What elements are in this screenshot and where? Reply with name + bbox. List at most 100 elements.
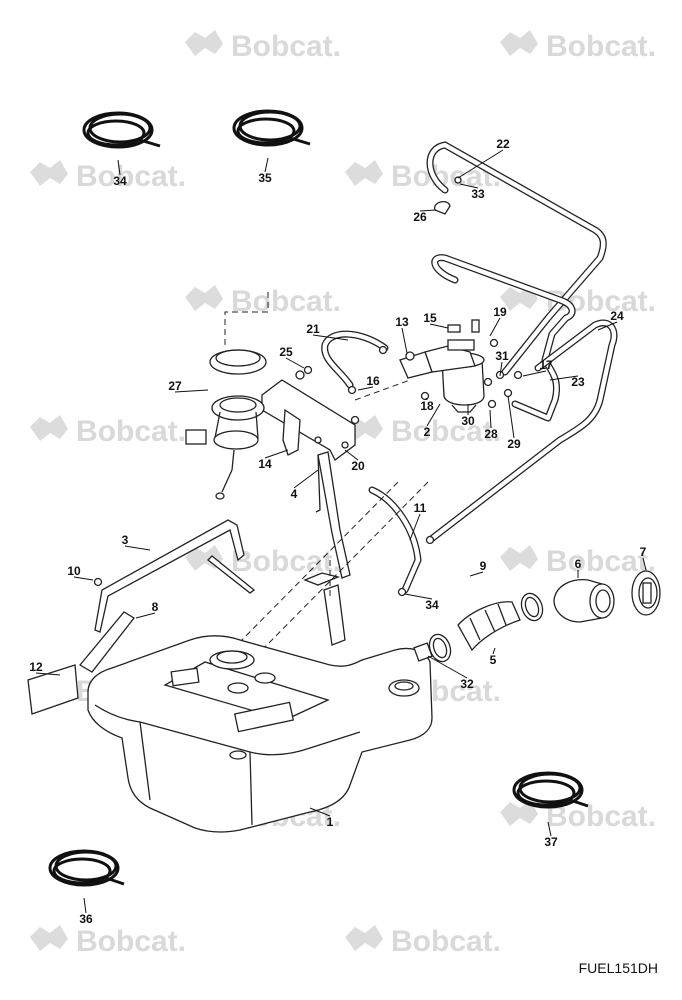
filler-neck — [553, 579, 615, 623]
callout-16: 16 — [366, 374, 380, 388]
callout-24: 24 — [610, 309, 624, 323]
watermark-mark: Bobcat. — [345, 925, 501, 958]
bobcat-logo-icon — [345, 925, 383, 951]
callout-20: 20 — [351, 459, 365, 473]
leader-line — [124, 545, 151, 551]
watermark-mark: Bobcat. — [500, 545, 656, 578]
hose-clamps — [413, 592, 544, 663]
callout-29: 29 — [507, 437, 521, 451]
leader-line — [309, 807, 331, 817]
fuel-tank — [87, 635, 433, 833]
fuel-sender-assembly — [185, 349, 267, 500]
mounting-bracket — [261, 370, 356, 461]
fuel-hose-23 — [431, 254, 576, 422]
leader-line — [547, 821, 552, 837]
bobcat-logo-icon — [30, 415, 68, 441]
leader-line — [457, 149, 504, 179]
callout-5: 5 — [490, 653, 497, 667]
watermark-mark: Bobcat. — [500, 800, 656, 833]
callout-6: 6 — [575, 557, 582, 571]
callout-31: 31 — [495, 349, 509, 363]
callout-23: 23 — [571, 375, 585, 389]
callout-14: 14 — [258, 457, 272, 471]
fuel-hose-21 — [321, 330, 389, 389]
figure-code: FUEL151DH — [578, 960, 658, 976]
callout-30: 30 — [461, 414, 475, 428]
callout-27: 27 — [168, 379, 182, 393]
callout-15: 15 — [423, 311, 437, 325]
strap-bracket — [315, 451, 351, 579]
bobcat-logo-icon — [345, 160, 383, 186]
leader-line — [507, 395, 515, 439]
callout-3: 3 — [122, 533, 129, 547]
watermark-text: Bobcat. — [391, 415, 501, 448]
leader-line — [469, 571, 484, 577]
watermark-mark: Bobcat. — [30, 160, 186, 193]
callout-25: 25 — [279, 345, 293, 359]
watermark-mark: Bobcat. — [30, 925, 186, 958]
callout-7: 7 — [640, 545, 647, 559]
watermark-mark: Bobcat. — [185, 30, 341, 63]
callout-18: 18 — [420, 399, 434, 413]
leader-line — [117, 159, 121, 176]
hose-coil-36 — [48, 849, 125, 887]
callout-13: 13 — [395, 315, 409, 329]
bobcat-logo-icon — [500, 30, 538, 56]
watermark-text: Bobcat. — [76, 925, 186, 958]
leader-line — [174, 389, 209, 393]
leader-line — [357, 386, 374, 391]
leader-line — [429, 323, 449, 329]
watermark-text: Bobcat. — [76, 160, 186, 193]
watermark-layer: Bobcat. Bobcat. Bobcat. Bobcat. Bobcat. Bobca… — [30, 30, 656, 958]
watermark-mark: Bobcat. — [185, 285, 341, 318]
hose-coil-37 — [512, 771, 589, 809]
leader-line — [492, 647, 496, 655]
leader-line — [499, 361, 503, 377]
filler-hose — [457, 601, 521, 652]
callout-11: 11 — [414, 501, 427, 515]
callout-4: 4 — [291, 487, 298, 501]
pad-8 — [79, 611, 135, 673]
callout-28: 28 — [484, 427, 498, 441]
callout-1: 1 — [327, 815, 334, 829]
callout-34: 34 — [425, 598, 439, 612]
watermark-text: Bobcat. — [391, 925, 501, 958]
leader-line — [73, 576, 94, 581]
callout-32: 32 — [460, 677, 474, 691]
callout-2: 2 — [424, 425, 431, 439]
label-12 — [27, 664, 79, 715]
leader-line — [35, 672, 61, 676]
callout-33: 33 — [471, 187, 485, 201]
leader-line — [264, 449, 289, 459]
leader-line — [293, 469, 319, 489]
bobcat-logo-icon — [185, 30, 223, 56]
callout-35: 35 — [258, 171, 272, 185]
callout-37: 37 — [544, 835, 558, 849]
leader-line — [522, 370, 547, 377]
filter-fittings — [405, 176, 523, 409]
leader-line — [83, 897, 87, 914]
bobcat-logo-icon — [185, 285, 223, 311]
tank-strap — [94, 519, 245, 633]
watermark-text: Bobcat. — [76, 415, 186, 448]
leader-line — [264, 157, 269, 173]
callout-10: 10 — [67, 564, 81, 578]
leader-line — [312, 334, 349, 341]
hose-coil-34 — [82, 111, 161, 149]
watermark-mark: Bobcat. — [185, 545, 341, 578]
callout-8: 8 — [152, 600, 159, 614]
watermark-mark: Bobcat. — [30, 415, 186, 448]
callout-26: 26 — [413, 210, 427, 224]
leader-line — [135, 612, 156, 619]
watermark-text: Bobcat. — [546, 545, 656, 578]
leader-line — [427, 655, 468, 679]
callout-34: 34 — [113, 174, 127, 188]
hose-coil-35 — [232, 109, 311, 147]
leader-line — [285, 357, 305, 369]
leader-line — [426, 403, 441, 427]
bobcat-logo-icon — [30, 160, 68, 186]
fuel-hose-11 — [368, 486, 422, 594]
leader-line — [459, 183, 479, 189]
leader-line — [401, 327, 408, 354]
